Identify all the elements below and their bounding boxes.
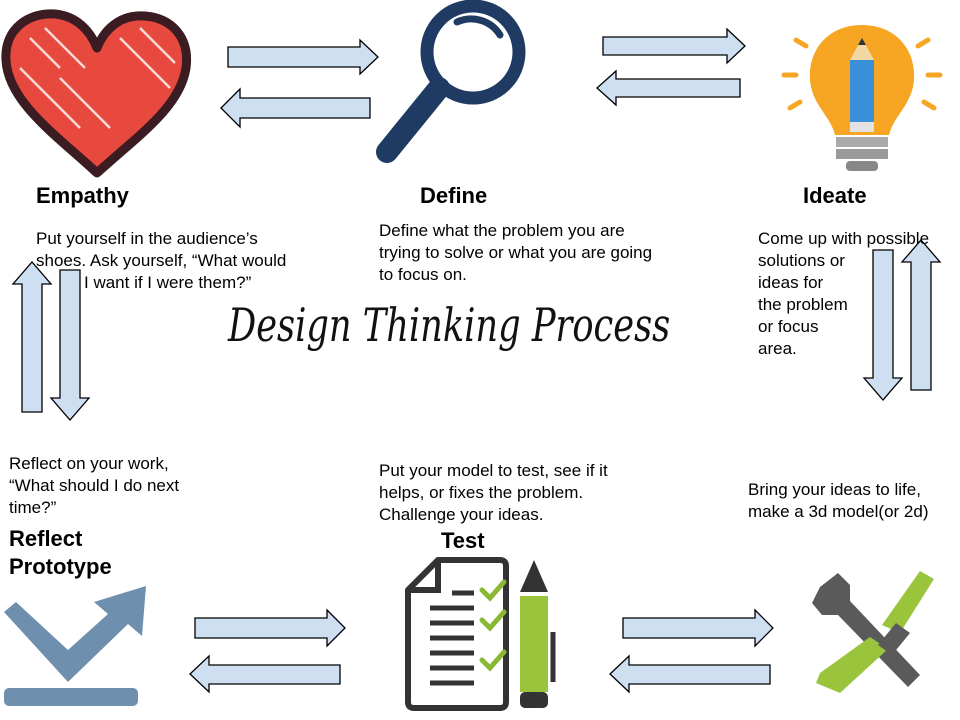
stage-desc-define-line: trying to solve or what you are going	[379, 243, 653, 262]
stage-heading-define: Define	[420, 183, 488, 208]
arrow-right-test-prototype	[622, 608, 774, 648]
stage-desc-ideate-line: Come up with possible	[758, 229, 930, 248]
stage-desc-ideate-line: area.	[758, 339, 797, 358]
arrow-up-prototype-ideate	[900, 239, 942, 391]
stage-desc-empathy-line: Put yourself in the audience’s	[36, 229, 258, 248]
lightbulb-icon	[781, 25, 943, 171]
arrow-left-define-empathy	[220, 87, 371, 129]
stage-heading-prototype: Prototype	[9, 554, 112, 579]
arrow-right-empathy-define	[227, 38, 379, 76]
stage-desc-prototype-line: make a 3d model(or 2d)	[748, 502, 929, 521]
stage-desc-test-line: helps, or fixes the problem.	[379, 483, 584, 502]
stage-desc-empathy-line: I want if I were them?”	[84, 273, 252, 292]
stage-desc-reflect-line: time?”	[9, 498, 57, 517]
stage-desc-reflect-line: Reflect on your work,	[9, 454, 169, 473]
tools-icon	[812, 571, 934, 693]
arrow-left-prototype-test	[609, 654, 771, 694]
stage-desc-ideate-line: ideas for	[758, 273, 824, 292]
stage-desc-reflect-line: “What should I do next	[9, 476, 180, 495]
stage-heading-reflect: Reflect	[9, 526, 83, 551]
arrow-right-reflect-test	[194, 608, 346, 648]
arrow-right-define-ideate	[602, 27, 746, 65]
stage-desc-ideate-line: solutions or	[758, 251, 845, 270]
stage-desc-test-line: Put your model to test, see if it	[379, 461, 608, 480]
reflect-icon	[4, 586, 146, 706]
stage-desc-prototype-line: Bring your ideas to life,	[748, 480, 921, 499]
checklist-icon	[405, 557, 556, 711]
arrow-left-ideate-define	[596, 69, 741, 107]
magnifier-icon	[376, 0, 526, 163]
stage-desc-ideate-line: the problem	[758, 295, 848, 314]
arrow-up-reflect-empathy	[11, 261, 53, 413]
arrow-down-empathy-reflect	[49, 269, 91, 421]
heart-icon	[1, 9, 192, 178]
stage-desc-ideate-line: or focus	[758, 317, 819, 336]
stage-desc-define-line: Define what the problem you are	[379, 221, 625, 240]
stage-desc-define-line: to focus on.	[379, 265, 467, 284]
stage-heading-ideate: Ideate	[803, 183, 867, 208]
stage-heading-empathy: Empathy	[36, 183, 129, 208]
stage-desc-test-line: Challenge your ideas.	[379, 505, 544, 524]
arrow-left-test-reflect	[189, 654, 341, 694]
diagram-title: Design Thinking Process	[228, 298, 671, 353]
stage-desc-empathy-line: shoes. Ask yourself, “What would	[36, 251, 287, 270]
arrow-down-ideate-prototype	[862, 249, 904, 401]
stage-heading-test: Test	[441, 528, 485, 553]
